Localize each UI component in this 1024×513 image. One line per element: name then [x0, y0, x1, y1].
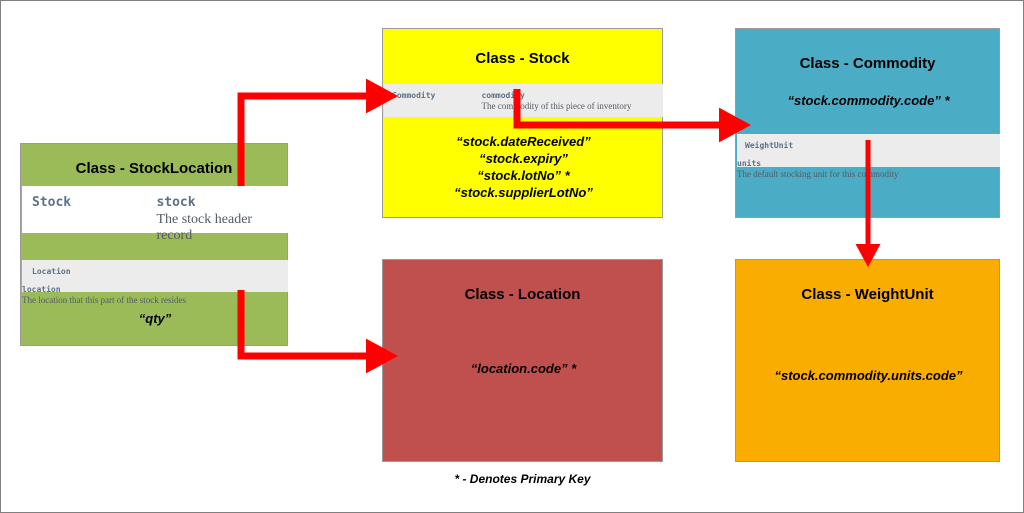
property-stock-lotNo: “stock.lotNo” *: [477, 168, 570, 183]
attribute-description-stock: The stock header record: [156, 212, 253, 243]
class-title-commodity: Class - Commodity: [799, 55, 936, 72]
attribute-type-commodity: Commodity: [392, 91, 436, 100]
attribute-type-weightunit: WeightUnit: [745, 141, 794, 150]
attribute-name-units: units: [737, 159, 762, 168]
legend-primary-key: * - Denotes Primary Key: [454, 472, 591, 486]
attribute-detail-stock: stock The stock header record: [156, 189, 286, 244]
attribute-detail-location: location The location that this part of …: [22, 281, 197, 305]
attribute-detail-commodity: commodity The commodity of this piece of…: [481, 87, 661, 111]
property-stock-expiry: “stock.expiry”: [479, 151, 568, 166]
property-list-stock: “stock.dateReceived” “stock.expiry” “sto…: [383, 133, 664, 201]
class-box-location[interactable]: Class - Location “location.code” *: [382, 259, 663, 462]
property-weightunit-code: “stock.commodity.units.code”: [774, 368, 963, 383]
attribute-row-stock[interactable]: Stock stock The stock header record: [22, 186, 288, 243]
class-title-stocklocation: Class - StockLocation: [75, 160, 233, 177]
attribute-detail-units: units The default stocking unit for this…: [737, 155, 912, 179]
attribute-type-location: Location: [32, 267, 71, 276]
class-box-commodity[interactable]: Class - Commodity “stock.commodity.code”…: [735, 28, 1000, 218]
property-stock-supplierLotNo: “stock.supplierLotNo”: [454, 185, 593, 200]
property-qty: “qty”: [138, 311, 172, 326]
attribute-description-location: The location that this part of the stock…: [22, 295, 186, 305]
attribute-row-units[interactable]: WeightUnit units The default stocking un…: [737, 134, 1000, 179]
property-stock-dateReceived: “stock.dateReceived”: [456, 134, 591, 149]
class-box-stocklocation[interactable]: Class - StockLocation Stock stock The st…: [20, 143, 288, 346]
attribute-name-location: location: [22, 285, 61, 294]
property-commodity-code: “stock.commodity.code” *: [787, 93, 950, 108]
attribute-row-commodity[interactable]: Commodity commodity The commodity of thi…: [384, 84, 663, 117]
attribute-type-stock: Stock: [32, 195, 72, 210]
class-title-stock: Class - Stock: [475, 50, 570, 67]
class-title-weightunit: Class - WeightUnit: [801, 286, 934, 303]
class-box-weightunit[interactable]: Class - WeightUnit “stock.commodity.unit…: [735, 259, 1000, 462]
class-title-location: Class - Location: [464, 286, 581, 303]
property-location-code: “location.code” *: [470, 361, 577, 376]
attribute-name-commodity: commodity: [481, 91, 525, 100]
attribute-description-units: The default stocking unit for this commo…: [737, 169, 899, 179]
attribute-row-location[interactable]: Location location The location that this…: [22, 260, 288, 305]
attribute-description-commodity: The commodity of this piece of inventory: [481, 101, 632, 111]
attribute-name-stock: stock: [156, 195, 196, 210]
class-box-stock[interactable]: Class - Stock Commodity commodity The co…: [382, 28, 663, 218]
